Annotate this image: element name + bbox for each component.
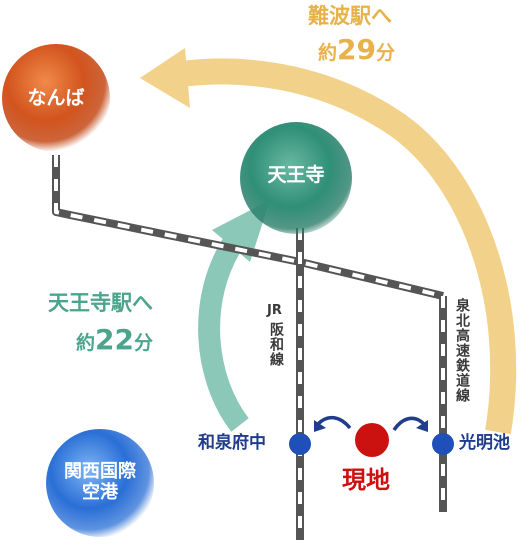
tennoji-time-unit: 分	[133, 332, 153, 354]
izumi-fuchu-station-dot	[289, 433, 311, 455]
tennoji-route-arrow	[198, 200, 270, 432]
tennoji-route-time: 約22分	[76, 326, 153, 354]
kansai-airport-label: 関西国際 空港	[64, 461, 136, 503]
namba-time-unit: 分	[375, 42, 395, 64]
current-location-dot	[355, 423, 389, 457]
right-mini-arrow	[392, 416, 426, 432]
tennoji-time-prefix: 約	[76, 332, 96, 354]
jr-hanwa-line-label: 阪和線	[268, 322, 284, 367]
tennoji-station-label: 天王寺	[267, 164, 325, 186]
left-mini-arrow	[316, 415, 352, 430]
senboku-line-label: 泉北高速鉄道線	[454, 298, 470, 403]
tennoji-orb	[240, 122, 352, 234]
tennoji-time-minutes: 22	[95, 323, 134, 356]
komyoike-station-label: 光明池	[459, 433, 510, 453]
tennoji-route-label: 天王寺駅へ	[48, 291, 153, 315]
namba-time-prefix: 約	[318, 42, 338, 64]
namba-route-label: 難波駅へ	[308, 4, 392, 28]
namba-orb	[2, 44, 110, 152]
namba-route-time: 約29分	[318, 36, 395, 64]
railway-lines	[52, 155, 447, 540]
left-mini-arrow-head	[314, 420, 326, 432]
namba-route-arrow	[140, 48, 517, 435]
jr-hanwa-line-label-jr: JR	[267, 303, 282, 318]
current-location-label: 現地	[342, 466, 390, 494]
kansai-airport-orb	[46, 429, 154, 537]
komyoike-station-dot	[432, 433, 454, 455]
izumi-fuchu-station-label: 和泉府中	[198, 433, 266, 453]
namba-station-label: なんば	[27, 87, 85, 109]
namba-time-minutes: 29	[337, 33, 376, 66]
right-mini-arrow-head	[416, 420, 428, 432]
